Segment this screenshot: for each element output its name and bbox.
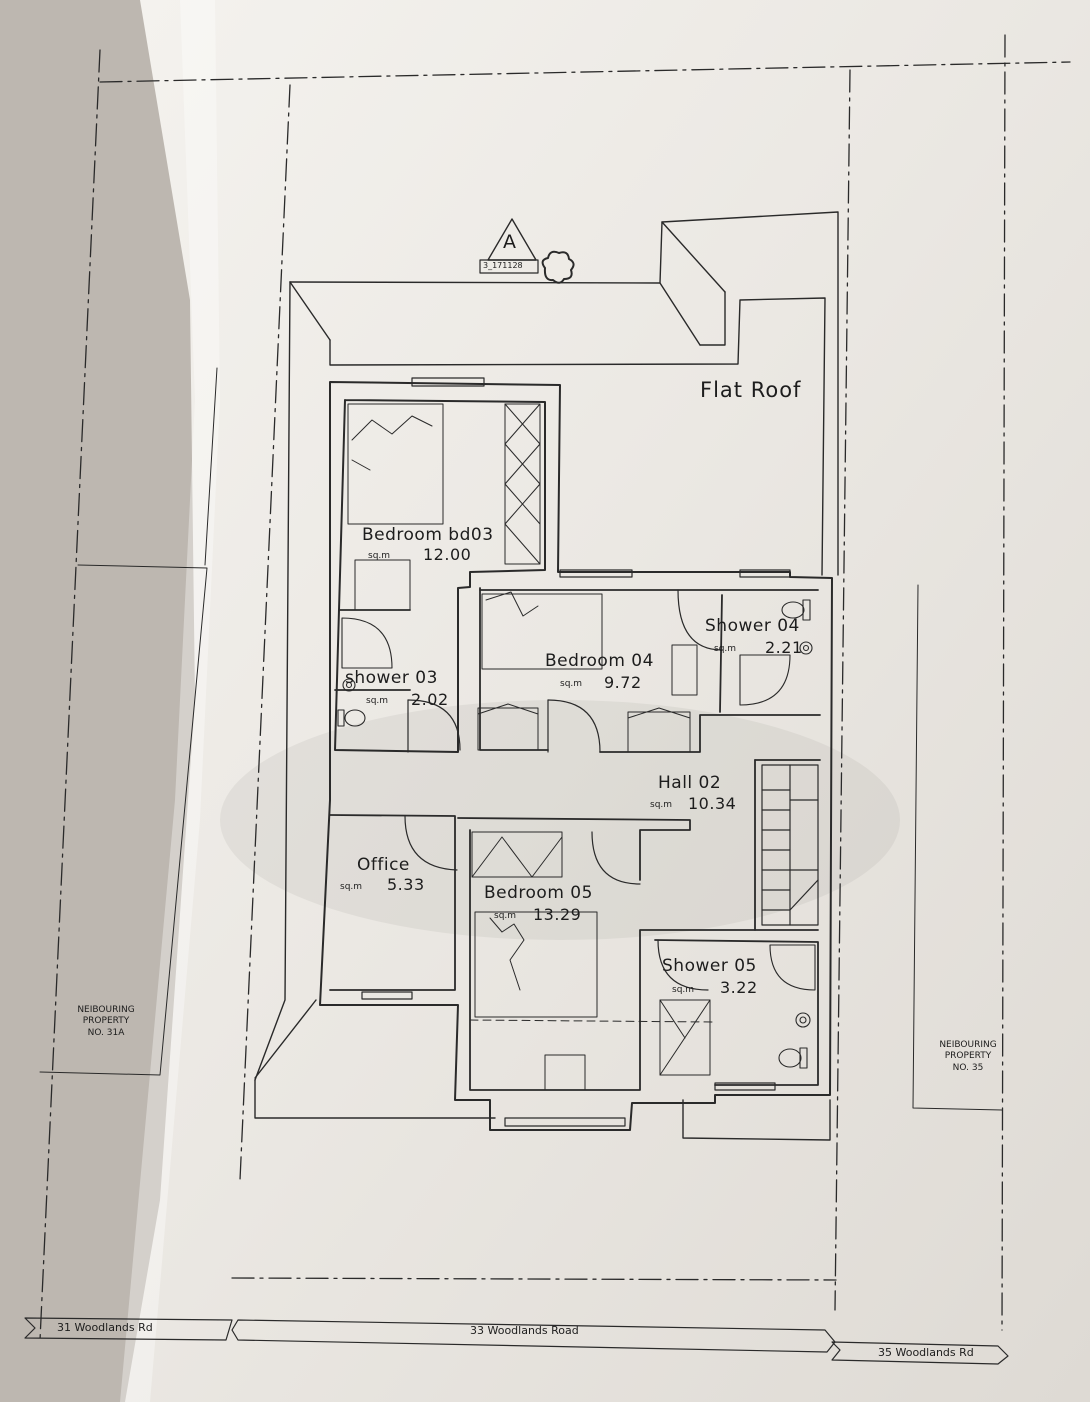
bedroom-bd03-area: 12.00 [423, 545, 472, 564]
shower-05-unit: sq.m [672, 985, 695, 995]
tree-icon [541, 250, 575, 284]
flat-roof-label: Flat Roof [700, 378, 802, 402]
shower-05-area: 3.22 [720, 978, 758, 997]
internal-walls [329, 587, 821, 1091]
road-left-label: 31 Woodlands Rd [57, 1321, 153, 1334]
neighbour-right-line3: NO. 35 [952, 1062, 984, 1073]
neighbour-left-outline [39, 564, 208, 1076]
bedroom-05-area: 13.29 [533, 905, 582, 924]
shower-04-name: Shower 04 [705, 616, 800, 636]
bedroom-05-name: Bedroom 05 [484, 883, 593, 903]
hall-02-name: Hall 02 [658, 773, 722, 793]
neighbour-right-outline [912, 584, 1003, 1111]
shower-04-area: 2.21 [765, 638, 803, 657]
office-unit: sq.m [340, 882, 363, 892]
shower-03-unit: sq.m [366, 696, 389, 706]
neighbour-right-line2: PROPERTY [944, 1051, 992, 1062]
office-name: Office [357, 855, 410, 875]
shower-05-name: Shower 05 [662, 956, 757, 976]
bedroom-bd03-name: Bedroom bd03 [362, 525, 494, 545]
road-right-label: 35 Woodlands Rd [878, 1346, 974, 1359]
hall-02-area: 10.34 [688, 794, 737, 813]
road-centre-label: 33 Woodlands Road [470, 1324, 579, 1337]
neighbour-left-line2: PROPERTY [82, 1016, 130, 1027]
road-markers [24, 1317, 1009, 1365]
stairs [761, 764, 819, 926]
paper-fold [120, 0, 220, 1402]
site-boundary [39, 34, 1071, 1341]
shower-03-name: shower 03 [345, 668, 438, 688]
bedroom-04-area: 9.72 [604, 673, 642, 692]
neighbour-left-line3: NO. 31A [87, 1027, 125, 1038]
neighbour-left-line1: NEIBOURING [77, 1005, 135, 1015]
sanitary-fittings [337, 599, 816, 1069]
door-swings [404, 589, 723, 991]
neighbour-right-line1: NEIBOURING [939, 1040, 997, 1050]
shadow-patch [220, 700, 900, 940]
neighbour-left-label: NEIBOURING PROPERTY NO. 31A [70, 1005, 142, 1039]
hall-02-unit: sq.m [650, 800, 673, 810]
windows [361, 377, 791, 1127]
external-walls [319, 381, 833, 1131]
bedroom-04-name: Bedroom 04 [545, 651, 654, 671]
shower-03-area: 2.02 [411, 690, 449, 709]
furniture [347, 403, 713, 1091]
bedroom-04-unit: sq.m [560, 679, 583, 689]
marker-letter: A [503, 231, 516, 253]
section-marker-box [479, 259, 539, 274]
paper-sheet [125, 0, 1090, 1402]
roof-outline [254, 211, 839, 1141]
office-area: 5.33 [387, 875, 425, 894]
bedroom-05-unit: sq.m [494, 911, 517, 921]
marker-ref: 3_171128 [483, 261, 523, 270]
neighbour-right-label: NEIBOURING PROPERTY NO. 35 [932, 1040, 1004, 1074]
bedroom-bd03-unit: sq.m [368, 551, 391, 561]
neighbour-left-line [204, 367, 218, 566]
shower-04-unit: sq.m [714, 644, 737, 654]
